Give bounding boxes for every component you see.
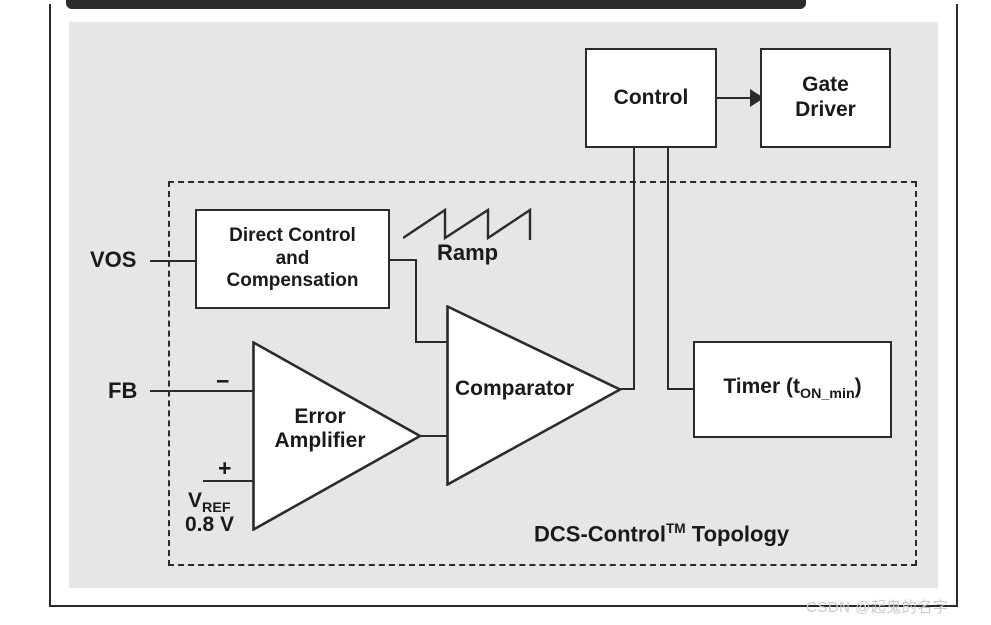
wire-control-down-left <box>633 148 635 390</box>
csdn-watermark: CSDN @起鬼的名字 <box>806 599 949 616</box>
dcs-control-topology-label: DCS-ControlTM Topology <box>534 521 789 547</box>
wire-direct-control-out <box>390 259 417 261</box>
comparator-label: Comparator <box>455 377 620 401</box>
block-timer[interactable]: Timer (tON_min) <box>693 341 892 438</box>
comparator-shape[interactable] <box>446 305 622 486</box>
wire-vref <box>203 480 254 482</box>
block-direct-control[interactable]: Direct Control and Compensation <box>195 209 390 309</box>
wire-direct-control-to-comparator <box>415 341 448 343</box>
error-amplifier-shape[interactable] <box>252 341 422 531</box>
wire-control-to-timer <box>667 388 695 390</box>
pin-label-fb: FB <box>108 378 138 403</box>
pin-label-vos: VOS <box>90 247 137 272</box>
wire-comparator-to-control <box>619 388 635 390</box>
dcs-label-after: Topology <box>685 521 790 547</box>
block-control[interactable]: Control <box>585 48 717 148</box>
dcs-label-before: DCS-Control <box>534 521 666 547</box>
ramp-label: Ramp <box>437 240 499 265</box>
dcs-label-trademark: TM <box>665 521 686 536</box>
arrowhead-gate-driver <box>750 89 764 107</box>
ramp-waveform-icon <box>403 207 532 241</box>
dcs-control-region <box>168 181 917 566</box>
outer-frame <box>49 4 958 607</box>
wire-error-amp-out <box>418 435 450 437</box>
vref-symbol-main: V <box>188 489 203 512</box>
block-direct-control-line2: and <box>275 247 310 269</box>
block-direct-control-line1: Direct Control <box>229 225 356 247</box>
block-gate-driver-line2: Driver <box>795 98 856 121</box>
block-timer-label: Timer (tON_min) <box>723 375 861 403</box>
wire-vos <box>150 260 197 262</box>
block-gate-driver[interactable]: Gate Driver <box>760 48 891 148</box>
vref-symbol: VREF <box>188 489 231 516</box>
block-control-label: Control <box>613 85 689 109</box>
wire-control-to-gate-driver <box>717 97 753 99</box>
error-amplifier-line1: Error <box>294 405 346 428</box>
error-amp-plus-sign: + <box>218 455 232 481</box>
wire-direct-control-down <box>415 259 417 343</box>
wire-control-down-right <box>667 148 669 390</box>
error-amplifier-label: Error Amplifier <box>265 405 375 453</box>
top-black-bar <box>66 0 806 9</box>
block-direct-control-line3: Compensation <box>226 270 359 292</box>
error-amplifier-line2: Amplifier <box>274 429 366 453</box>
timer-label-sub: ON_min <box>799 386 855 403</box>
wire-fb <box>150 390 254 392</box>
block-gate-driver-line1: Gate <box>802 73 849 97</box>
timer-label-before: Timer (t <box>723 375 800 399</box>
error-amp-minus-sign: − <box>216 368 230 394</box>
timer-label-after: ) <box>854 375 862 399</box>
vref-symbol-sub: REF <box>202 500 231 517</box>
comparator-line1: Comparator <box>455 377 575 400</box>
vref-value: 0.8 V <box>185 513 235 536</box>
